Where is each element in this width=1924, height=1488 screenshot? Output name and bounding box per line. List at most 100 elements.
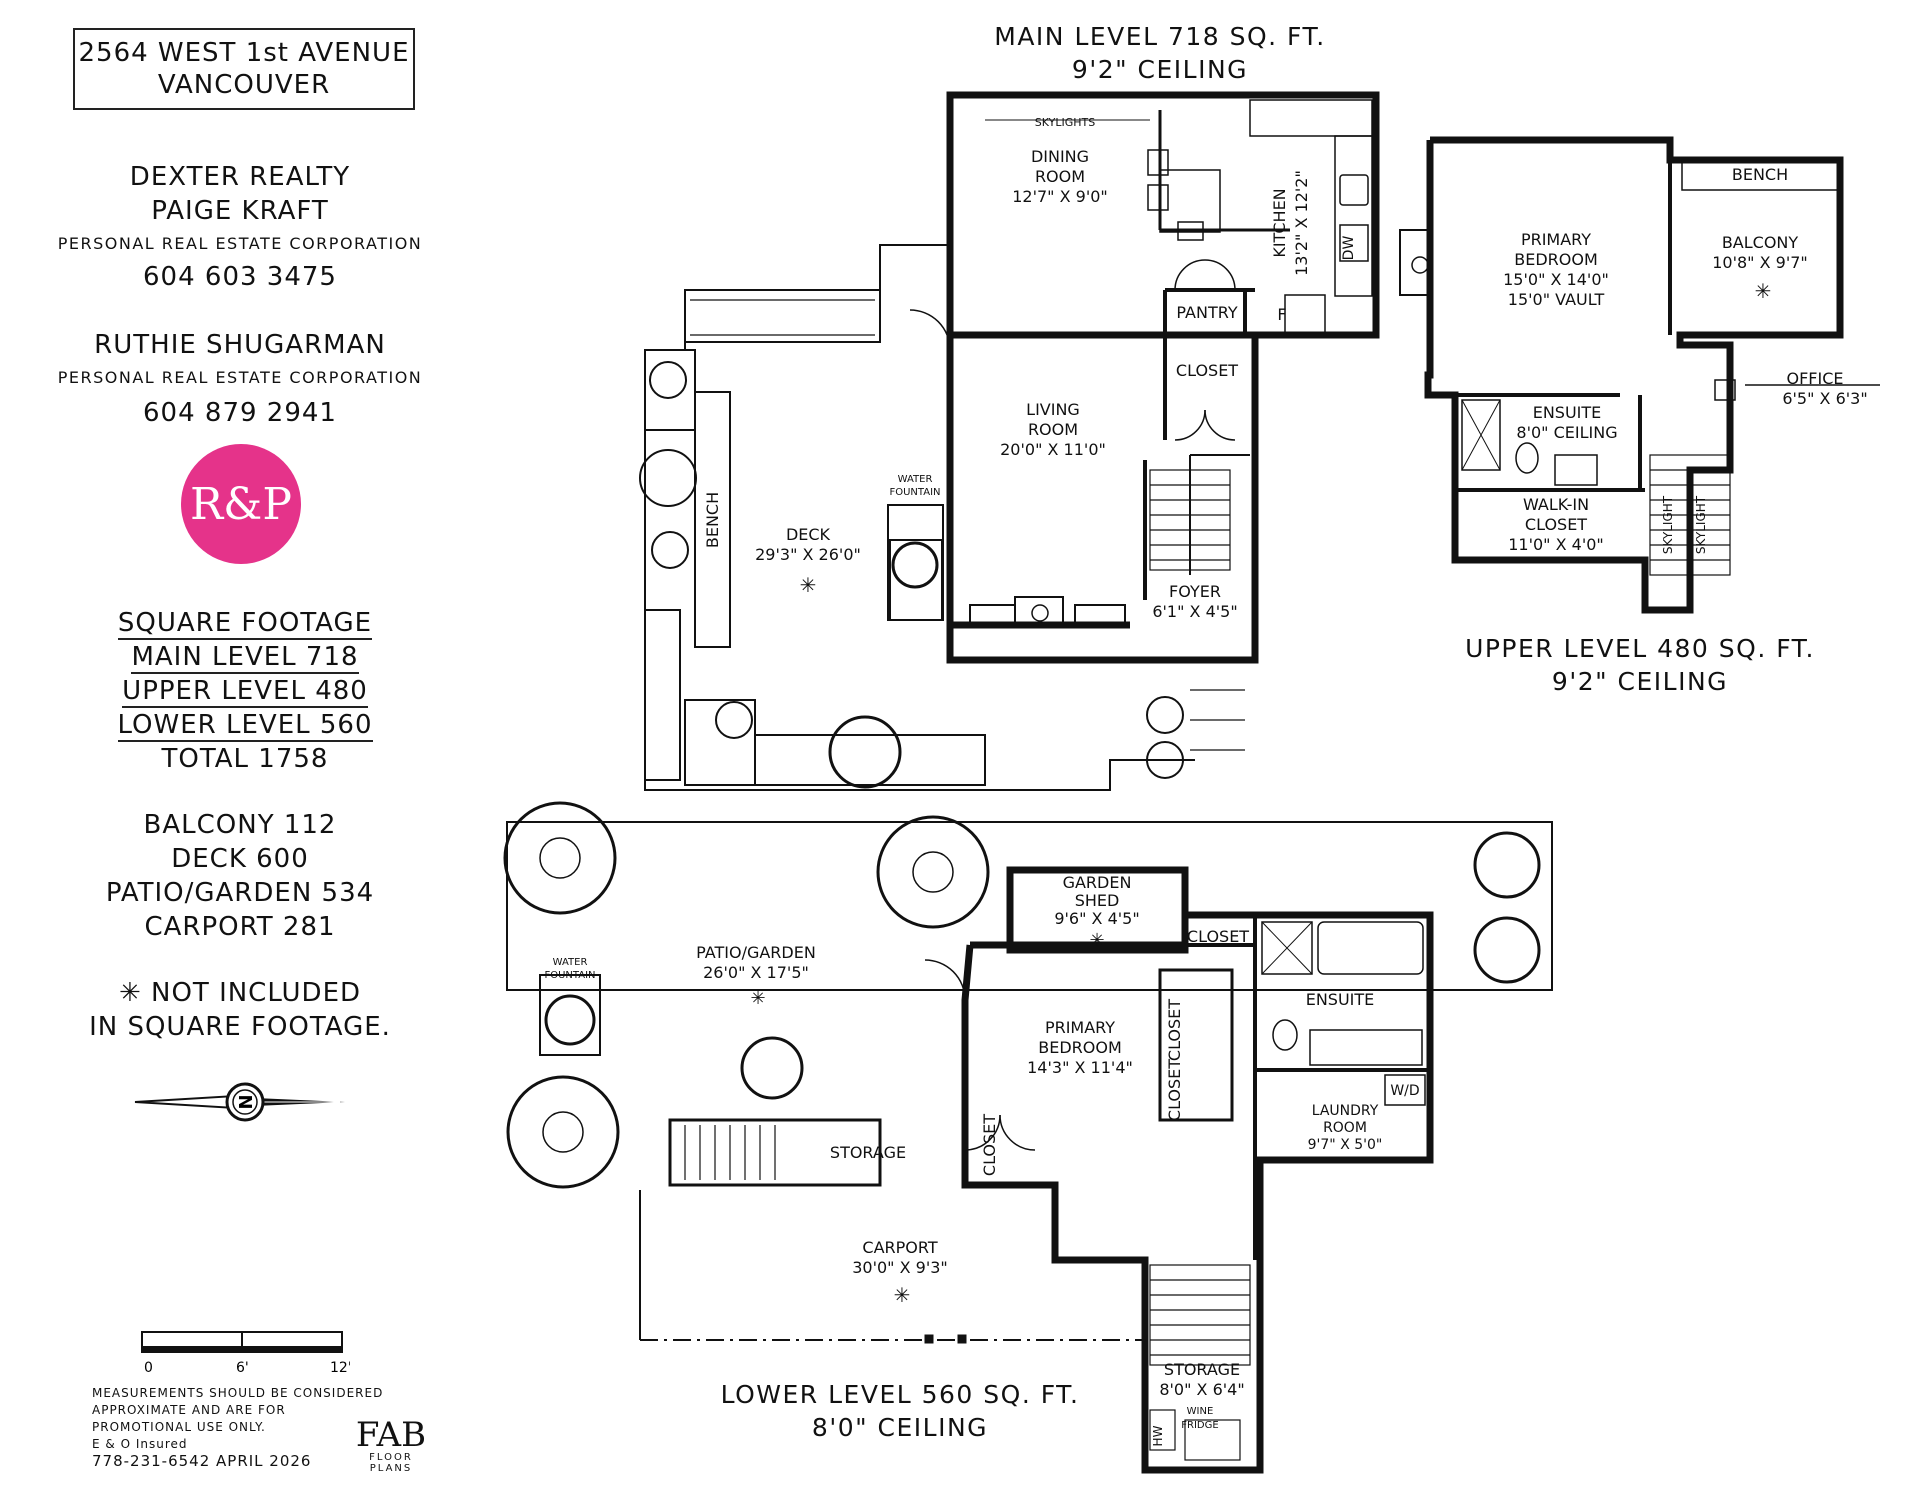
upper-level-title: UPPER LEVEL 480 SQ. FT. 9'2" CEILING (1465, 634, 1815, 696)
north-letter: N (236, 1094, 257, 1109)
exclusion-note-2: IN SQUARE FOOTAGE. (89, 1012, 391, 1042)
upper-office-label: OFFICE (1787, 369, 1844, 388)
main-living-dim: 20'0" X 11'0" (1000, 440, 1106, 459)
lower-patio-asterisk-icon: ✳ (750, 988, 765, 1009)
brokerage-name: DEXTER REALTY (129, 162, 351, 192)
agent2-corp: PERSONAL REAL ESTATE CORPORATION (57, 368, 423, 387)
scale-bar: 0 6' 12' (141, 1331, 350, 1376)
upper-balcony-dim: 10'8" X 9'7" (1712, 253, 1808, 272)
fab-sub: FLOOR PLANS (369, 1452, 413, 1474)
main-dining-dim: 12'7" X 9'0" (1012, 187, 1108, 206)
disclaimer-line-2: APPROXIMATE AND ARE FOR (92, 1403, 286, 1417)
info-column: 2564 WEST 1st AVENUE VANCOUVER DEXTER RE… (0, 0, 500, 1488)
upper-level-plan (1399, 136, 1880, 614)
lower-wine-l1: WINE (1187, 1406, 1214, 1417)
address-box: 2564 WEST 1st AVENUE VANCOUVER (73, 28, 415, 110)
lower-closet-v1: CLOSET (1165, 999, 1184, 1061)
upper-bench-label: BENCH (1732, 165, 1788, 184)
upper-skylight-2: SKYLIGHT (1694, 495, 1708, 554)
lower-bedroom-dim: 14'3" X 11'4" (1027, 1058, 1133, 1077)
lower-wd-label: W/D (1390, 1083, 1419, 1099)
main-closet-label: CLOSET (1176, 361, 1238, 380)
fab-mark: FAB (355, 1415, 427, 1455)
upper-balcony-label: BALCONY (1722, 233, 1799, 252)
main-bench-label: BENCH (703, 492, 722, 548)
upper-bedroom-l1: PRIMARY (1521, 230, 1591, 249)
agent1-corp: PERSONAL REAL ESTATE CORPORATION (57, 234, 423, 253)
scale-tick-0: 0 (144, 1360, 153, 1376)
agent2-phone: 604 879 2941 (143, 398, 337, 428)
main-kitchen-label: KITCHEN (1270, 188, 1289, 257)
north-arrow-icon: N (134, 1082, 345, 1122)
sqft-main: MAIN LEVEL 718 (131, 642, 359, 674)
main-skylights-label: SKYLIGHTS (1035, 116, 1095, 129)
lower-shed-l2: SHED (1075, 891, 1120, 910)
extra-patio: PATIO/GARDEN 534 (105, 878, 375, 908)
main-water-l2: FOUNTAIN (889, 487, 940, 498)
lower-bedroom-l1: PRIMARY (1045, 1018, 1115, 1037)
scale-tick-12: 12' (330, 1360, 350, 1376)
main-level-plan (639, 91, 1380, 791)
lower-carport-asterisk-icon: ✳ (894, 1283, 911, 1307)
sqft-upper: UPPER LEVEL 480 (122, 676, 368, 708)
extra-carport: CARPORT 281 (144, 912, 336, 942)
upper-bedroom-l2: BEDROOM (1514, 250, 1598, 269)
upper-walkin-l2: CLOSET (1525, 515, 1587, 534)
upper-bedroom-vault: 15'0" VAULT (1508, 290, 1605, 309)
address-line-2: VANCOUVER (157, 70, 331, 100)
lower-shed-l1: GARDEN (1063, 873, 1132, 892)
upper-ensuite-ceiling: 8'0" CEILING (1516, 423, 1617, 442)
exclusion-note-1: ✳ NOT INCLUDED (118, 978, 362, 1008)
scale-tick-6: 6' (236, 1360, 249, 1376)
lower-laundry-l1: LAUNDRY (1312, 1103, 1379, 1119)
main-fridge-label: F (1277, 305, 1286, 324)
lower-patio-label: PATIO/GARDEN (696, 943, 816, 962)
lower-patio-dim: 26'0" X 17'5" (703, 963, 809, 982)
main-living-l1: LIVING (1026, 400, 1080, 419)
lower-carport-label: CARPORT (862, 1238, 937, 1257)
upper-walkin-dim: 11'0" X 4'0" (1508, 535, 1604, 554)
upper-ensuite-label: ENSUITE (1533, 403, 1602, 422)
lower-storage-label: STORAGE (830, 1143, 906, 1162)
lower-closet-left: CLOSET (980, 1114, 999, 1176)
lower-carport-dim: 30'0" X 9'3" (852, 1258, 948, 1277)
disclaimer-line-1: MEASUREMENTS SHOULD BE CONSIDERED (92, 1386, 384, 1400)
main-kitchen-dim: 13'2" X 12'2" (1292, 170, 1311, 276)
upper-office-dim: 6'5" X 6'3" (1782, 389, 1867, 408)
fab-logo: FAB FLOOR PLANS (346, 1418, 436, 1474)
address-line-1: 2564 WEST 1st AVENUE (78, 38, 410, 68)
upper-walkin-l1: WALK-IN (1523, 495, 1589, 514)
disclaimer: MEASUREMENTS SHOULD BE CONSIDERED APPROX… (92, 1385, 422, 1470)
rp-logo: R&P (181, 444, 301, 564)
upper-balcony-asterisk-icon: ✳ (1755, 279, 1772, 303)
main-deck-label: DECK (786, 525, 831, 544)
lower-laundry-l2: ROOM (1323, 1120, 1367, 1136)
main-dining-l1: DINING (1031, 147, 1089, 166)
lower-ensuite-label: ENSUITE (1306, 990, 1375, 1009)
upper-skylight-1: SKYLIGHT (1661, 495, 1675, 554)
lower-hw-label: HW (1151, 1425, 1165, 1446)
lower-shed-dim: 9'6" X 4'5" (1054, 909, 1139, 928)
disclaimer-line-4: E & O Insured (92, 1437, 188, 1451)
lower-wine-l2: FRIDGE (1181, 1420, 1218, 1431)
lower-water-l2: FOUNTAIN (544, 970, 595, 981)
lower-shed-asterisk-icon: ✳ (1089, 930, 1104, 951)
main-living-l2: ROOM (1028, 420, 1078, 439)
upper-bedroom-dim: 15'0" X 14'0" (1503, 270, 1609, 289)
disclaimer-line-3: PROMOTIONAL USE ONLY. (92, 1420, 266, 1434)
main-water-l1: WATER (898, 474, 933, 485)
main-dining-l2: ROOM (1035, 167, 1085, 186)
extra-balcony: BALCONY 112 (143, 810, 337, 840)
lower-storage2-label: STORAGE (1164, 1360, 1240, 1379)
lower-water-l1: WATER (553, 957, 588, 968)
extra-deck: DECK 600 (171, 844, 309, 874)
lower-level-plan (503, 801, 1553, 1474)
agent1-name: PAIGE KRAFT (151, 196, 329, 226)
agent1-phone: 604 603 3475 (143, 262, 337, 292)
main-deck-dim: 29'3" X 26'0" (755, 545, 861, 564)
lower-closet-v2: CLOSET (1165, 1059, 1184, 1121)
main-foyer-dim: 6'1" X 4'5" (1152, 602, 1237, 621)
lower-laundry-dim: 9'7" X 5'0" (1308, 1137, 1383, 1153)
